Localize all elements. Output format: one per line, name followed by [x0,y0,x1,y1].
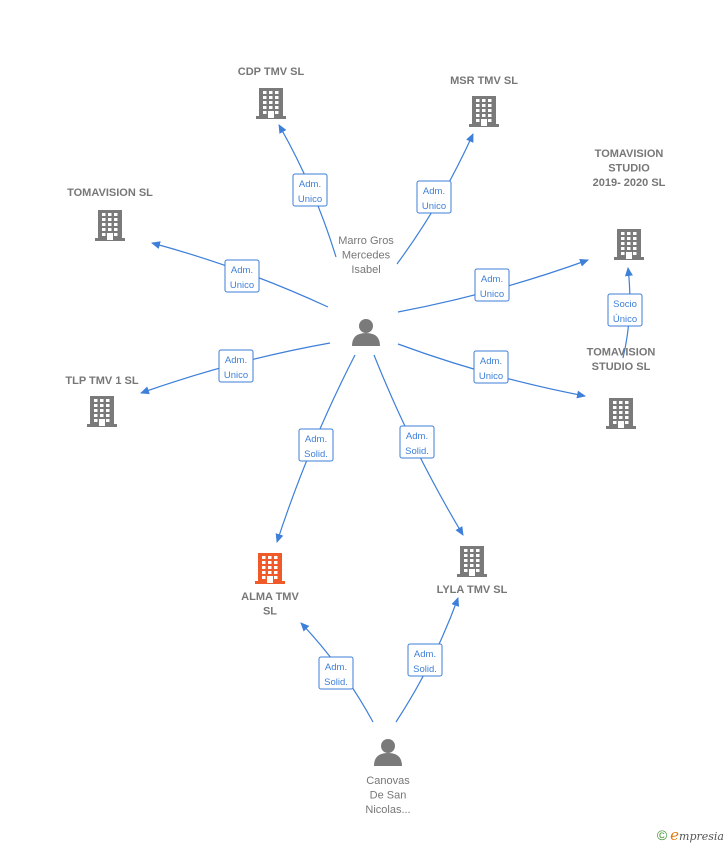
relation-label-text: Unico [479,371,503,382]
relation-label-box[interactable] [474,268,510,302]
relation-label-text: Adm. [299,179,321,190]
relation-label-text: Adm. [423,186,445,197]
node-label: SL [263,606,277,618]
relation-label-box[interactable] [224,259,260,293]
copyright-icon: © [656,827,668,843]
relation-label-text: Unico [224,370,248,381]
relation-label-text: Adm. [231,265,253,276]
company-node-msr[interactable]: MSR TMV SL [450,75,518,127]
relation-label-text: Adm. [481,274,503,285]
node-label: ALMA TMV [241,591,299,603]
node-label: MSR TMV SL [450,75,518,87]
empresia-logo: ©empresia [656,826,724,844]
person-icon [352,319,380,346]
node-label: STUDIO SL [592,361,651,373]
building-icon [256,88,286,119]
company-node-tlp[interactable]: TLP TMV 1 SL [65,375,139,427]
relation-label-box[interactable] [607,293,643,327]
building-icon [614,229,644,260]
relation-label-text: Solid. [405,446,429,457]
relation-label-text: Solid. [324,677,348,688]
node-label: Isabel [351,264,380,276]
relation-label-text: Único [613,314,637,325]
relation-label-box[interactable] [318,656,354,690]
building-icon [95,210,125,241]
relation-label-text: Solid. [413,664,437,675]
node-label: Nicolas... [365,804,410,816]
relation-label-box[interactable] [292,173,328,207]
relation-edge-marro-alma: Adm. Solid. [275,354,356,543]
building-icon [606,398,636,429]
relation-label-box[interactable] [473,350,509,384]
relation-label-box[interactable] [416,180,452,214]
building-icon [255,553,285,584]
relation-label-box[interactable] [399,425,435,459]
node-label: TLP TMV 1 SL [65,375,138,387]
node-label: Canovas [366,775,410,787]
person-icon [374,739,402,766]
node-label: LYLA TMV SL [437,584,508,596]
node-label: Marro Gros [338,235,394,247]
relation-label-box[interactable] [298,428,334,462]
relation-edge-marro-tstudio: Adm. Unico [397,343,586,399]
company-node-lyla[interactable]: LYLA TMV SL [437,546,508,596]
relation-label-text: Unico [480,289,504,300]
relation-label-text: Adm. [414,649,436,660]
node-label: 2019- 2020 SL [593,177,666,189]
company-node-alma[interactable]: ALMA TMV SL [241,553,299,618]
relation-edge-canovas-alma: Adm. Solid. [300,622,374,723]
relation-label-text: Adm. [406,431,428,442]
relation-edge-marro-msr: Adm. Unico [396,133,474,265]
relation-edge-marro-lyla: Adm. Solid. [373,354,464,536]
building-icon [469,96,499,127]
company-node-cdp[interactable]: CDP TMV SL [238,66,305,119]
building-icon [87,396,117,427]
person-node-canovas[interactable]: Canovas De SanNicolas... [365,739,411,816]
relation-edge-marro-tlp: Adm. Unico [140,342,331,395]
relation-edge-marro-tstudio2019: Adm. Unico [397,258,589,313]
node-label: TOMAVISION [595,148,664,160]
relation-edge-marro-cdp: Adm. Unico [278,124,337,258]
relation-label-text: Adm. [225,355,247,366]
relation-label-text: Unico [298,194,322,205]
building-icon [457,546,487,577]
relation-label-text: Adm. [305,434,327,445]
relation-label-text: Unico [230,280,254,291]
node-label: TOMAVISION [587,347,656,359]
relation-label-box[interactable] [407,643,443,677]
company-node-tstudio2019[interactable]: TOMAVISION STUDIO 2019- 2020 SL [593,148,666,260]
relation-label-box[interactable] [218,349,254,383]
company-node-tomavision[interactable]: TOMAVISION SL [67,187,153,241]
relation-edge-marro-tomavision: Adm. Unico [151,241,329,308]
relation-label-text: Unico [422,201,446,212]
node-label: TOMAVISION SL [67,187,153,199]
relation-label-text: Adm. [480,356,502,367]
company-node-tstudio[interactable]: TOMAVISION STUDIO SL [587,347,656,430]
relation-label-text: Solid. [304,449,328,460]
node-label: STUDIO [608,163,650,175]
node-label: De San [370,790,407,802]
relation-label-text: Socio [613,299,637,310]
relation-label-text: Adm. [325,662,347,673]
node-label: Mercedes [342,250,391,262]
relation-edge-canovas-lyla: Adm. Solid. [395,597,460,723]
node-label: CDP TMV SL [238,66,305,78]
